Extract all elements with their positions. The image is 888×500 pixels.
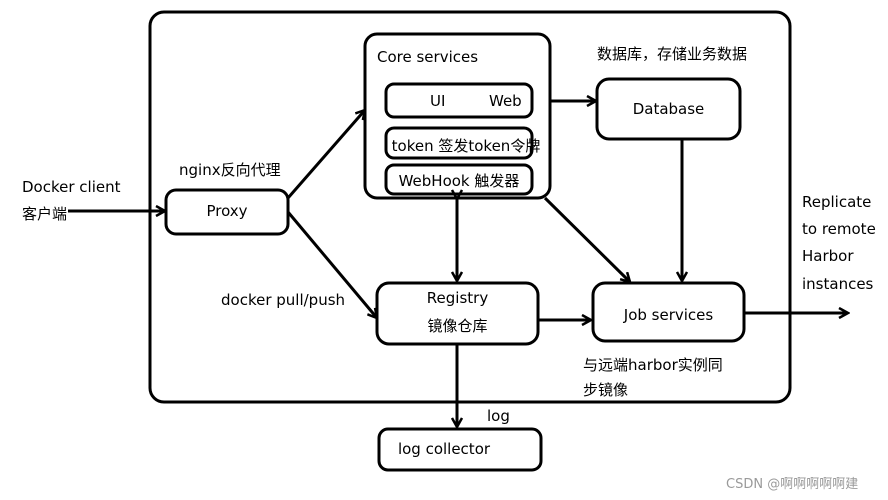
docker-client-cn-label: 客户端 xyxy=(22,205,68,223)
ui-label: UI xyxy=(430,92,446,110)
watermark: CSDN @啊啊啊啊啊建 xyxy=(726,477,859,492)
database-note: 数据库，存储业务数据 xyxy=(597,45,748,63)
registry-label: Registry xyxy=(426,289,489,307)
job-note-line1: 与远端harbor实例同 xyxy=(583,356,723,374)
ui-web-box xyxy=(384,82,534,119)
log-collector-box xyxy=(377,427,543,472)
arrow-core-to-job xyxy=(543,196,630,282)
webhook-label: WebHook 触发器 xyxy=(398,172,520,190)
database-label: Database xyxy=(632,100,705,118)
web-label: Web xyxy=(489,92,522,110)
registry-cn-label: 镜像仓库 xyxy=(427,317,488,335)
proxy-label: Proxy xyxy=(206,202,248,220)
docker-pull-push-label: docker pull/push xyxy=(221,291,346,309)
docker-client-label: Docker client xyxy=(22,178,121,196)
replicate-line4: instances xyxy=(802,275,874,293)
log-label: log xyxy=(487,407,510,425)
token-box xyxy=(384,126,534,160)
replicate-line2: to remote xyxy=(802,220,876,238)
job-services-label: Job services xyxy=(623,306,714,324)
log-collector-label: log collector xyxy=(397,440,491,458)
token-label: token 签发token令牌 xyxy=(391,137,541,155)
job-note-line2: 步镜像 xyxy=(583,381,629,399)
arrow-proxy-to-core xyxy=(286,110,365,199)
arrow-proxy-to-registry xyxy=(286,211,377,318)
core-services-title: Core services xyxy=(377,48,479,66)
harbor-boundary xyxy=(148,10,792,404)
replicate-line1: Replicate xyxy=(802,193,872,211)
nginx-note: nginx反向代理 xyxy=(179,161,281,179)
replicate-line3: Harbor xyxy=(802,247,854,265)
database-box xyxy=(595,77,742,141)
